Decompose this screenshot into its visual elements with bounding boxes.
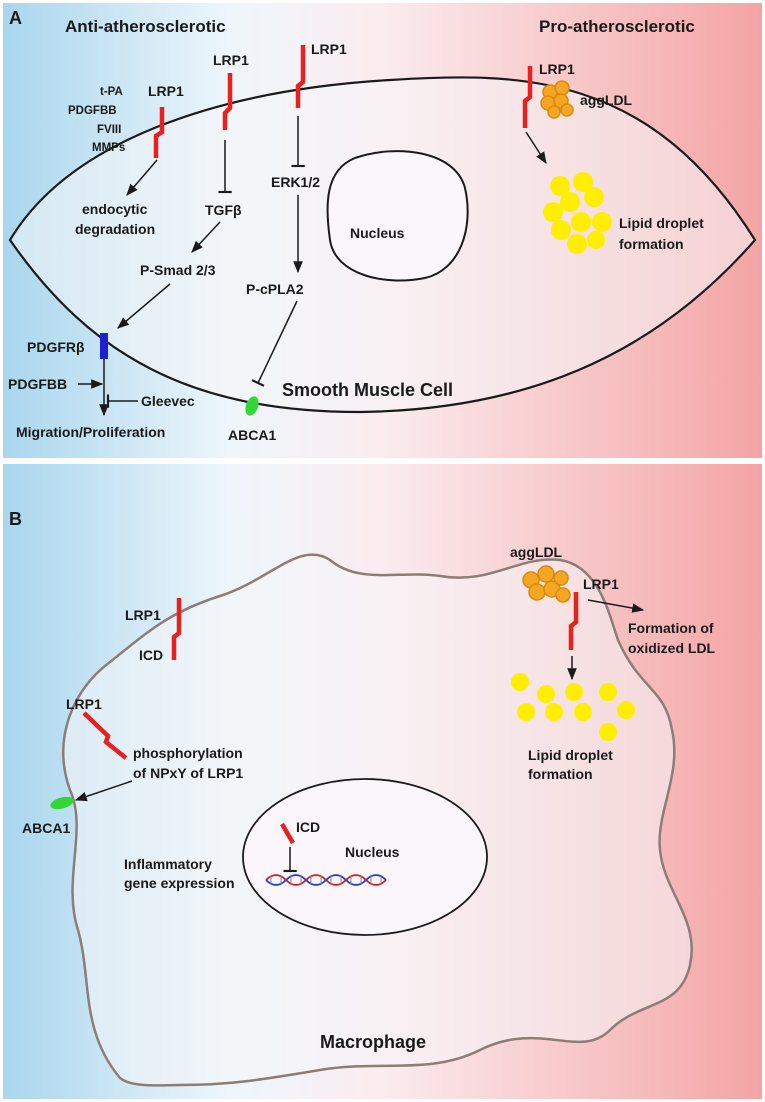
abca1-transporter-a [245,396,259,416]
pcpla2-label: P-cPLA2 [246,281,304,297]
oxidized-label-1: Formation of [628,620,714,636]
lrp1-receptor-1 [153,107,165,158]
lrp1-receptor-b3 [568,592,579,650]
icd-label-b2: ICD [296,819,320,835]
arrow-phospho-to-abca1 [74,780,133,802]
ligand-pdgfbb: PDGFBB [68,105,117,117]
smooth-muscle-cell-label: Smooth Muscle Cell [282,380,453,400]
pdgfrb-receptor [100,333,108,359]
inflammatory-label-1: Inflammatory [124,856,212,872]
macrophage-label: Macrophage [320,1032,426,1052]
lrp1-label-b1: LRP1 [125,607,161,623]
lrp1-label-2: LRP1 [213,52,249,68]
icd-label-b1: ICD [139,647,163,663]
lrp1-label-1: LRP1 [148,83,184,99]
lipid-label-b1: Lipid droplet [528,747,613,763]
lrp1-label-3: LRP1 [311,41,347,57]
macrophage-nucleus-label: Nucleus [345,844,400,860]
lrp1-label-4: LRP1 [539,61,575,77]
ligand-fviii: FVIII [97,124,121,136]
lrp1-label-b2: LRP1 [66,696,102,712]
lipid-droplets-a [543,172,612,254]
arrow-psmad-to-pdgfrb [117,283,171,329]
smc-nucleus [326,150,469,282]
icd-fragment [280,822,295,845]
degradation-label: degradation [75,221,155,237]
endocytic-label: endocytic [82,201,148,217]
smc-nucleus-label: Nucleus [350,225,405,241]
aggldl-cluster-a [540,80,574,119]
oxidized-label-2: oxidized LDL [628,640,716,656]
dna-helix [265,874,387,886]
lipid-label-a2: formation [619,236,684,252]
macrophage-nucleus [242,778,488,936]
inflammatory-label-2: gene expression [124,875,235,891]
aggldl-cluster-b [522,565,571,603]
lrp1-receptor-3 [295,45,306,108]
phospho-label-1: phosphorylation [133,745,243,761]
migration-label: Migration/Proliferation [16,424,165,440]
lipid-label-a1: Lipid droplet [619,215,704,231]
arrow-lrp1-to-endocytic [126,159,158,196]
lrp1-label-b3: LRP1 [583,576,619,592]
abca1-label-a: ABCA1 [228,427,276,443]
lrp1-receptor-b2 [82,711,128,760]
gleevec-label: Gleevec [141,393,195,409]
pro-atherosclerotic-heading: Pro-atherosclerotic [539,17,695,36]
panel-a-letter: A [9,8,22,28]
arrow-lrp1-to-lipid-a [525,131,547,165]
panel-b-letter: B [9,509,22,529]
arrow-lrp1-to-oxidized [587,599,645,613]
erk-label: ERK1/2 [271,174,320,190]
ligand-mmps: MMPs [92,142,125,154]
pdgfbb-label: PDGFBB [8,376,67,392]
lipid-label-b2: formation [528,766,593,782]
tgfb-label: TGFβ [205,202,242,218]
inhibit-pcpla2-abca1 [251,300,298,387]
aggldl-label-b: aggLDL [510,544,563,560]
phospho-label-2: of NPxY of LRP1 [133,765,243,781]
anti-atherosclerotic-heading: Anti-atherosclerotic [65,17,226,36]
pdgfrb-label: PDGFRβ [27,339,85,355]
lrp1-receptor-2 [222,73,233,130]
lrp1-receptor-4 [522,66,533,128]
ligand-tpa: t-PA [100,86,123,98]
lrp1-receptor-b1 [171,598,182,660]
arrow-tgfb-to-psmad [191,221,221,253]
abca1-label-b: ABCA1 [22,820,70,836]
psmad-label: P-Smad 2/3 [140,262,216,278]
abca1-transporter-b [50,796,74,810]
lipid-droplets-b [511,673,635,741]
aggldl-label-a: aggLDL [580,92,633,108]
